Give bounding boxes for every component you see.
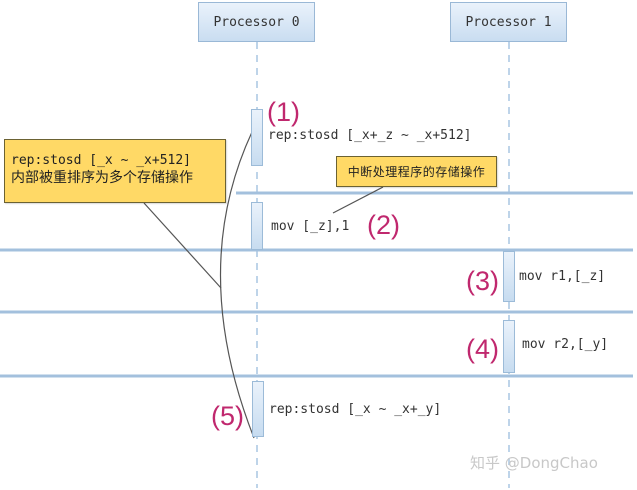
callout-text-line: 内部被重排序为多个存储操作 bbox=[11, 170, 193, 186]
step-instruction-1: rep:stosd [_x+_z ~ _x+512] bbox=[268, 128, 472, 143]
activation-bar-step-3 bbox=[503, 251, 515, 302]
step-number-3: (3) bbox=[466, 266, 499, 296]
activation-bar-step-2 bbox=[251, 202, 263, 250]
step-number-1: (1) bbox=[267, 97, 300, 127]
big-callout-pointer bbox=[143, 202, 222, 289]
participant-processor-0: Processor 0 bbox=[198, 2, 315, 42]
participant-processor-1: Processor 1 bbox=[450, 2, 567, 42]
step-instruction-2: mov [_z],1 bbox=[271, 219, 350, 234]
activation-bar-step-4 bbox=[503, 320, 515, 373]
callout-text: 中断处理程序的存储操作 bbox=[347, 165, 486, 179]
reorder-note-callout: rep:stosd [_x ~ _x+512] 内部被重排序为多个存储操作 bbox=[4, 139, 226, 203]
watermark: 知乎 @DongChao bbox=[470, 454, 598, 472]
participant-label: Processor 0 bbox=[213, 14, 300, 30]
activation-bar-step-5 bbox=[252, 381, 264, 437]
participant-label: Processor 1 bbox=[465, 14, 552, 30]
step-instruction-4: mov r2,[_y] bbox=[522, 337, 609, 352]
step-instruction-3: mov r1,[_z] bbox=[519, 269, 606, 284]
step-instruction-5: rep:stosd [_x ~ _x+_y] bbox=[269, 402, 442, 417]
interrupt-handler-callout: 中断处理程序的存储操作 bbox=[336, 156, 497, 187]
activation-bar-step-1 bbox=[251, 109, 263, 166]
callout-code-line: rep:stosd [_x ~ _x+512] bbox=[11, 153, 192, 168]
step-number-5: (5) bbox=[211, 401, 244, 431]
step-number-2: (2) bbox=[367, 210, 400, 240]
step-number-4: (4) bbox=[466, 334, 499, 364]
